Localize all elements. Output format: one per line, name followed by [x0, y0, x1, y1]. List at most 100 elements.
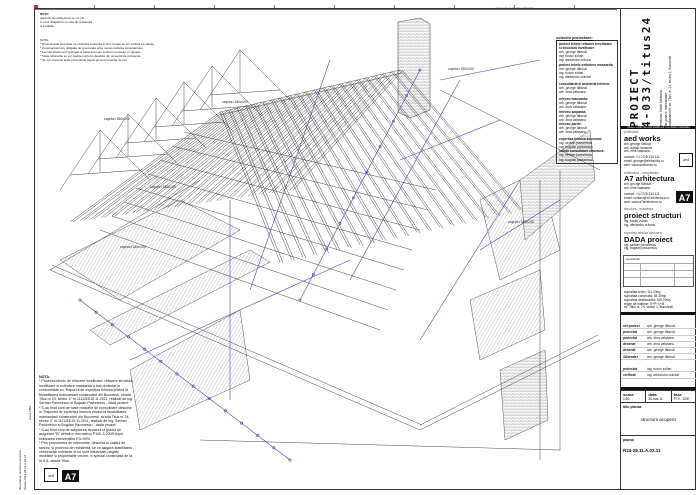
rafter — [80, 109, 229, 221]
role-label: desenat — [621, 347, 645, 355]
dimension-tick — [207, 396, 211, 400]
specifications-box: specificatii — [623, 255, 694, 288]
firm-role: expertiza tehnica structura: — [624, 230, 663, 235]
design-team-list: colectiv proiectare: proiect tehnic refa… — [556, 35, 618, 164]
note-line: * Toate imbinarile se vor realiza confor… — [40, 54, 142, 58]
firm-block: structura - rezistenta:proiect structuri… — [621, 206, 696, 229]
rafter — [265, 102, 341, 251]
truss-member — [115, 97, 157, 159]
timber-frame — [49, 49, 601, 460]
rafter — [229, 81, 352, 200]
dimension-tick — [405, 94, 409, 97]
rafter — [368, 78, 478, 222]
spec-label: specificatii — [626, 257, 640, 262]
general-notes: NOTA: * Dimensiunile sunt date pe struct… — [40, 38, 180, 62]
rafter — [237, 79, 358, 198]
role-person: arh. george tăbușă — [645, 328, 696, 336]
tie-beam — [125, 137, 197, 144]
firm-name: DADA proiect — [624, 234, 673, 244]
team-member: arh. irina vatasanu — [559, 105, 587, 110]
purlin — [183, 131, 437, 191]
dimension-tick — [311, 273, 315, 276]
team-group-heading: solutii consolidare structura: — [559, 149, 605, 154]
rafter — [185, 89, 315, 206]
dimension-tick — [110, 323, 114, 327]
dimension-line — [349, 79, 461, 281]
note-line: * Dimensiunile sunt date pe structura ex… — [40, 42, 155, 46]
scale-value: 1/50 — [623, 396, 630, 401]
rafter — [296, 93, 384, 240]
dimension-tick — [126, 335, 130, 339]
aed-logo: aed — [44, 468, 58, 482]
notes-title: NOTA: — [40, 12, 50, 16]
rafter — [209, 85, 335, 203]
site-data-line: str. Titus nr. 24, sector 1, București — [624, 305, 673, 310]
team-member: arh. george tăbușă — [559, 50, 587, 55]
firm-block: expertiza tehnica structura:DADA proiect… — [621, 230, 696, 253]
rafter — [195, 87, 324, 204]
top-notes: NOTA: planurile de arhitectura se vor ci… — [40, 12, 150, 28]
rafter — [377, 76, 489, 219]
dimension-lines — [78, 59, 561, 462]
rafter — [339, 83, 441, 228]
rafter — [114, 103, 258, 217]
team-member: arh. george tăbușă — [559, 101, 587, 106]
notes-title: NOTA: — [40, 38, 49, 42]
dimension-tick — [325, 247, 329, 251]
site-data-line: regim de inaltime: S+P+1+M — [624, 301, 665, 306]
truss-member — [99, 129, 151, 181]
firm-contact: email: george@aedworks.ro — [624, 158, 664, 163]
role-label: verificat — [621, 371, 645, 379]
info-bar — [621, 386, 696, 390]
firm-member: ing. bodor zoltan — [624, 219, 648, 224]
role-label: proiectat — [621, 328, 645, 336]
dimension-tick — [391, 119, 395, 123]
tie-beam — [209, 89, 281, 96]
rafter — [93, 107, 241, 220]
sheet-title-box: titlu plansa structura acoperis — [621, 403, 696, 436]
note-line: * Se vor respecta toate prevederile lega… — [40, 58, 128, 62]
team-group-heading: expertiza tehnica structura: — [559, 137, 603, 142]
rafter — [279, 71, 392, 192]
dimension-line — [419, 179, 521, 341]
rafter — [164, 93, 298, 209]
rafter — [83, 109, 232, 221]
rafter — [279, 97, 361, 245]
team-member: arh. irina vatasanu — [559, 90, 587, 95]
firm-member: ing. bogdan pavunescu — [624, 246, 657, 251]
sheet-title-label: titlu plansa — [623, 404, 642, 409]
firm-role: arhitectura - consultanta: — [624, 170, 660, 175]
note-paragraph: * Proiectul tehnic de refacere invelitoa… — [39, 379, 133, 406]
firm-role: proiectant: — [624, 130, 639, 134]
truss-member — [171, 65, 213, 127]
rafter — [348, 81, 452, 226]
truss-member — [87, 113, 129, 175]
purlin — [135, 187, 405, 271]
rafter — [226, 81, 349, 200]
leader-line — [439, 59, 541, 81]
rafter — [104, 105, 249, 218]
firm-member: arh. george tăbușă — [624, 141, 651, 146]
truss-member — [211, 65, 263, 117]
dimension-tick — [223, 409, 227, 413]
firm-member: arh. george tăbușă — [624, 182, 651, 187]
rafter — [174, 91, 306, 207]
firm-name: A7 arhitectura — [624, 174, 675, 184]
rafter — [240, 79, 361, 198]
rafter — [261, 75, 378, 195]
wall-plate — [419, 339, 601, 431]
dimension-tick — [298, 298, 302, 302]
rafter — [359, 80, 467, 224]
dimension-tick — [78, 298, 82, 302]
beam-label: capriori 180x100 — [104, 117, 130, 121]
rafter — [382, 73, 498, 216]
site-data-line: suprafata construita: 85.30mp — [624, 293, 667, 298]
firm-contact: contact: +4 0728 334 111 — [624, 155, 660, 160]
note-line: si instalatii — [40, 24, 54, 28]
note-line: planurile de arhitectura se vor citi — [40, 16, 85, 20]
tie-beam — [97, 153, 169, 160]
rafter — [292, 69, 404, 191]
note-paragraph: * Prin propunerea de interventie, descri… — [39, 441, 133, 463]
tie-beam — [181, 105, 253, 112]
